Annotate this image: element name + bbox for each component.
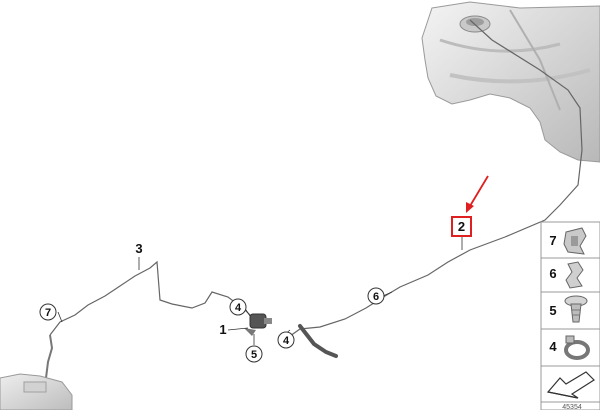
carbon-canister bbox=[0, 373, 73, 410]
callout-4-lower-label: 4 bbox=[283, 335, 290, 347]
callout-5-label: 5 bbox=[251, 349, 257, 361]
callout-5[interactable]: 5 bbox=[245, 345, 263, 363]
legend-item-6[interactable]: 6 bbox=[549, 261, 584, 289]
legend-item-7[interactable]: 7 bbox=[549, 227, 587, 255]
part-label-1[interactable]: 1 bbox=[219, 322, 226, 337]
callout-4-upper[interactable]: 4 bbox=[229, 298, 247, 316]
expanding-rivet-icon bbox=[564, 295, 588, 323]
hose-clamp-icon bbox=[564, 335, 590, 360]
diagram-code: 45354 bbox=[562, 404, 582, 410]
legend-item-4[interactable]: 4 bbox=[549, 335, 590, 360]
callout-6-label: 6 bbox=[373, 291, 379, 303]
legend-number-5: 5 bbox=[549, 303, 556, 318]
vent-line bbox=[289, 19, 583, 337]
highlighted-part-2[interactable]: 2 bbox=[451, 216, 472, 237]
valve-part bbox=[244, 313, 272, 336]
red-arrow-icon bbox=[466, 175, 489, 213]
legend-item-5[interactable]: 5 bbox=[549, 295, 588, 323]
callout-6[interactable]: 6 bbox=[367, 287, 385, 305]
legend-number-7: 7 bbox=[549, 233, 556, 248]
callout-4-lower[interactable]: 4 bbox=[277, 331, 295, 349]
front-line bbox=[49, 260, 254, 336]
direction-arrow-icon bbox=[546, 371, 595, 399]
legend-panel: 7 6 5 4 bbox=[540, 221, 600, 410]
fuel-tank bbox=[421, 1, 600, 163]
cable-clip-icon bbox=[565, 261, 584, 289]
callout-7[interactable]: 7 bbox=[39, 303, 57, 321]
part-label-3[interactable]: 3 bbox=[135, 241, 142, 256]
spring-clip-icon bbox=[563, 227, 587, 255]
legend-number-4: 4 bbox=[549, 339, 557, 354]
callout-4-upper-label: 4 bbox=[235, 302, 242, 314]
part-label-2: 2 bbox=[458, 219, 465, 234]
callout-7-label: 7 bbox=[45, 307, 51, 319]
legend-number-6: 6 bbox=[549, 266, 556, 281]
